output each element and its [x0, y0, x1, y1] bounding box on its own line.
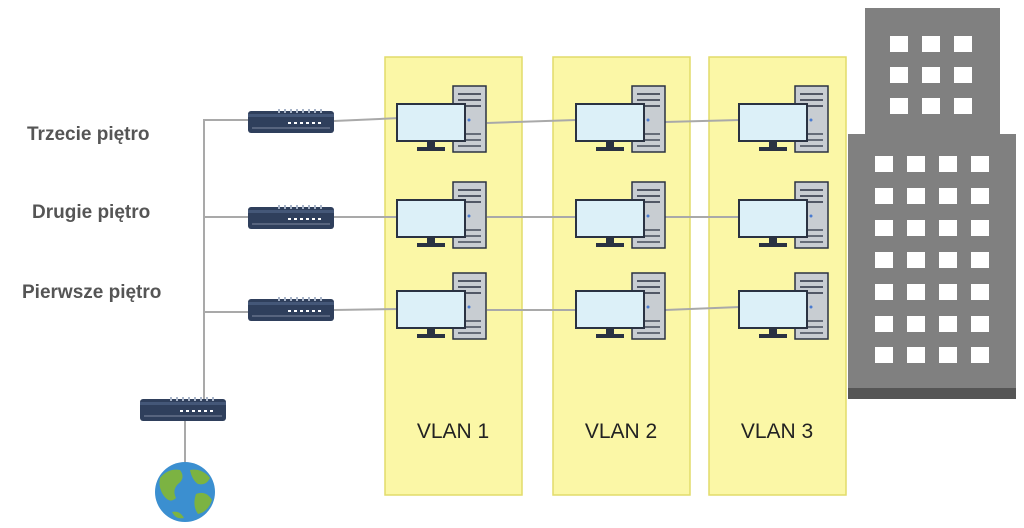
office-building-icon — [848, 8, 1016, 399]
vlan-label-2: VLAN 2 — [584, 420, 658, 443]
network-switch-icon — [247, 296, 335, 322]
globe-icon — [155, 462, 215, 522]
network-switch-icon — [139, 396, 227, 422]
vlan-label-1: VLAN 1 — [416, 420, 490, 443]
network-switch-icon — [247, 204, 335, 230]
floor-label-first: Pierwsze piętro — [22, 282, 162, 303]
floor-label-second: Drugie piętro — [32, 202, 151, 223]
floor-label-third: Trzecie piętro — [27, 124, 150, 145]
vlan-label-3: VLAN 3 — [740, 420, 814, 443]
network-links — [184, 117, 741, 466]
network-switch-icon — [247, 108, 335, 134]
